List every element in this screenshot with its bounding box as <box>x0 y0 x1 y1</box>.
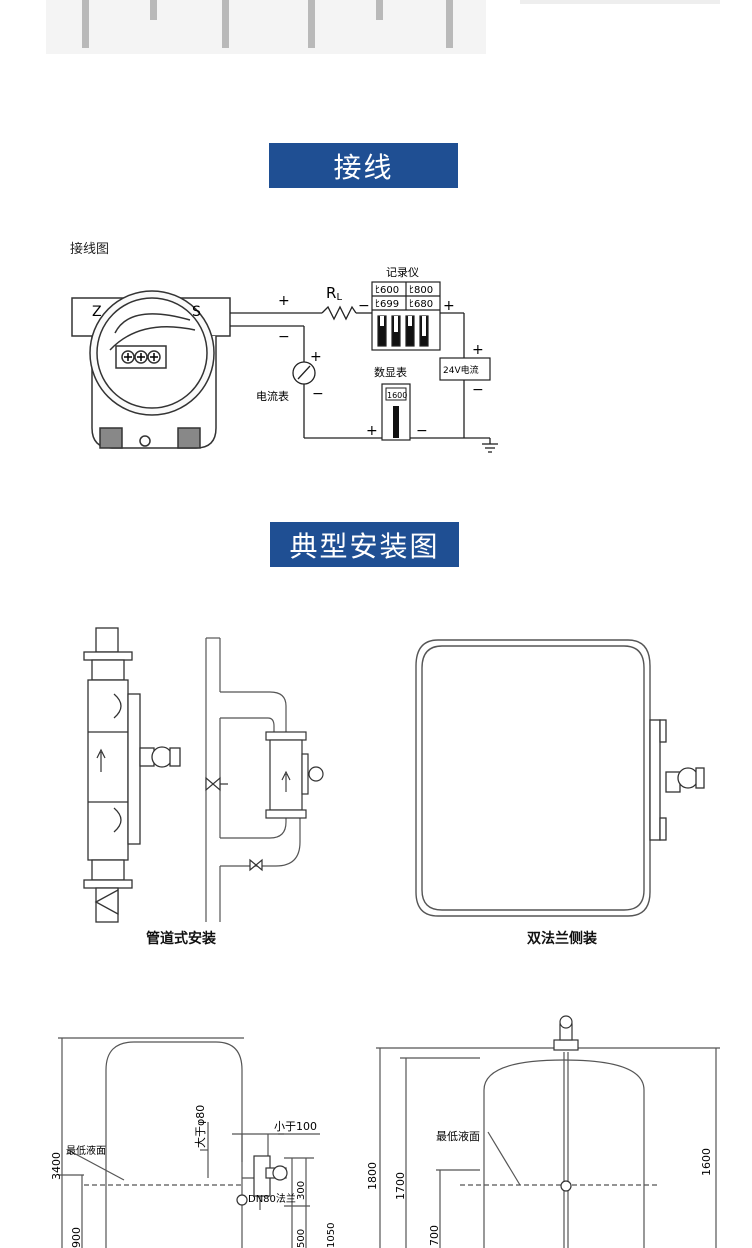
minus-sign-1: − <box>278 329 290 345</box>
wiring-section-header: 接线 <box>269 143 458 188</box>
product-photo-strip <box>46 0 486 54</box>
transmitter-housing <box>71 290 231 449</box>
dimension-drawing-right: 最低液面 1800 1700 700 1600 <box>366 1015 720 1248</box>
power-label: 24V电流 <box>443 364 479 376</box>
wiring-diagram: Z S RL + − 记录仪 <box>71 266 498 453</box>
ground-icon <box>482 438 498 453</box>
dim-900: 900 <box>70 1227 83 1248</box>
install-section-title: 典型安装图 <box>289 529 440 563</box>
dim-1600: 1600 <box>700 1148 713 1176</box>
flange-label: DN80法兰 <box>248 1192 296 1205</box>
photo-strip-right <box>520 0 720 4</box>
pipeline-installation-drawing <box>83 627 324 923</box>
minus-sign-5: − <box>416 423 428 439</box>
recorder-value-3: ﾋ699 <box>375 298 399 310</box>
recorder-value-4: ﾋ680 <box>409 298 433 310</box>
ammeter-label: 电流表 <box>256 389 289 403</box>
dim-greater-than: 大于φ80 <box>193 1105 207 1148</box>
plus-sign-4: + <box>310 349 322 365</box>
terminal-z-label: Z <box>92 304 102 320</box>
pipeline-caption: 管道式安装 <box>146 931 216 947</box>
screw-terminals <box>124 353 158 361</box>
wires <box>230 305 490 439</box>
wiring-caption: 接线图 <box>70 242 110 257</box>
resistor-label: RL <box>326 284 342 303</box>
dim-700: 700 <box>428 1225 441 1246</box>
recorder-value-1: ﾋ600 <box>375 284 399 296</box>
plus-sign-5: + <box>366 423 378 439</box>
recorder-label: 记录仪 <box>386 266 419 279</box>
install-section-header: 典型安装图 <box>270 522 459 567</box>
plus-sign-2: + <box>443 298 455 314</box>
min-level-label-right: 最低液面 <box>436 1129 480 1143</box>
dim-1050: 1050 <box>326 1223 337 1248</box>
min-level-label-left: 最低液面 <box>66 1144 106 1157</box>
minus-sign-3: − <box>472 382 484 398</box>
side-mount-tank-drawing <box>415 639 705 917</box>
dim-300: 300 <box>296 1181 307 1200</box>
wiring-section-title: 接线 <box>333 150 394 184</box>
minus-sign-2: − <box>358 298 370 314</box>
dimension-drawing-left: 最低液面 3400 900 大于φ80 小于100 DN80法兰 300 500… <box>50 1037 337 1248</box>
dim-1800: 1800 <box>366 1162 379 1190</box>
plus-sign-3: + <box>472 342 484 358</box>
dim-500: 500 <box>296 1229 307 1248</box>
dim-3400: 3400 <box>50 1152 63 1180</box>
plus-sign-1: + <box>278 293 290 309</box>
recorder-value-2: ﾋ800 <box>409 284 433 296</box>
side-mount-caption: 双法兰侧装 <box>527 931 597 947</box>
display-label: 数显表 <box>374 365 407 379</box>
minus-sign-4: − <box>312 386 324 402</box>
display-value: 1600 <box>387 391 407 400</box>
dim-less-than: 小于100 <box>274 1120 317 1133</box>
photo-rods <box>82 0 453 48</box>
recorder <box>371 281 441 351</box>
terminal-s-label: S <box>192 304 201 320</box>
power-supply-box <box>439 357 491 381</box>
dim-1700: 1700 <box>394 1172 407 1200</box>
